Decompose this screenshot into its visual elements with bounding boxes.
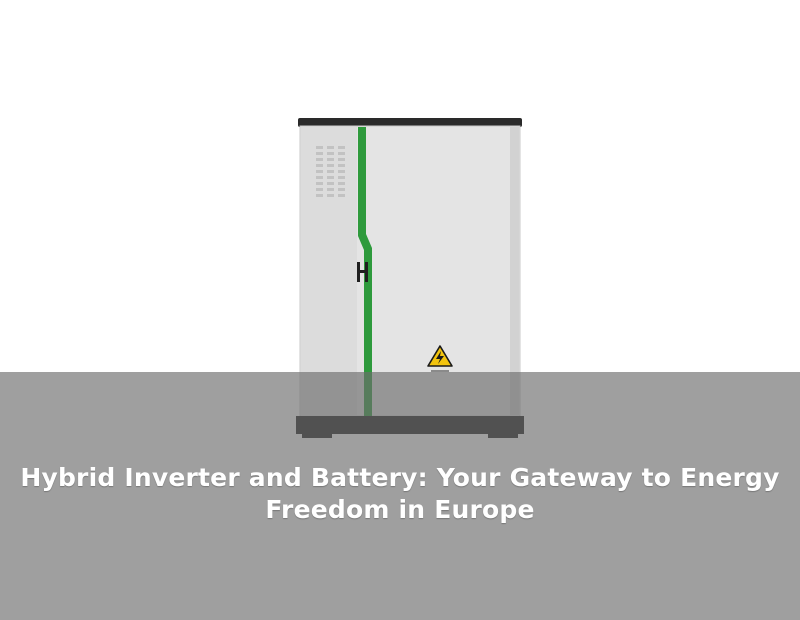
h-logo-icon [357,262,368,282]
high-voltage-warning-icon [427,345,453,372]
caption-overlay [0,372,800,620]
banner-headline: Hybrid Inverter and Battery: Your Gatewa… [20,463,780,524]
cabinet-lid [298,118,522,127]
vent-grille [316,146,345,197]
